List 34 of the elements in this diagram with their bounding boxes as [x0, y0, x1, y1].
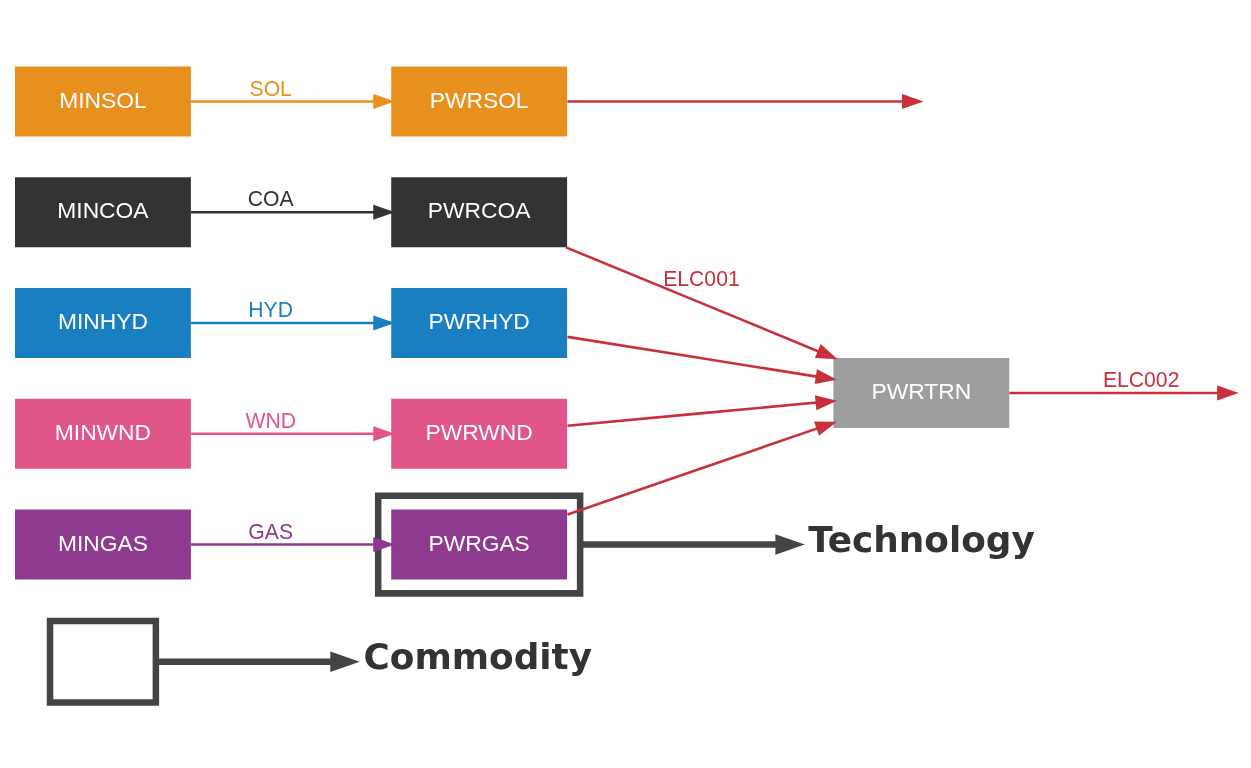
edge-label: HYD: [248, 297, 294, 321]
arrow: [1009, 385, 1239, 401]
node-text: Commodity: [363, 635, 593, 677]
arrow: [565, 245, 838, 359]
edge-label: GAS: [248, 519, 294, 543]
edge-label: ELC001: [663, 266, 740, 290]
arrow: [580, 533, 805, 555]
arrow: [567, 93, 924, 109]
node-box: PWRGAS: [391, 509, 568, 580]
arrow: [567, 335, 838, 384]
node-box: PWRWND: [391, 398, 568, 469]
arrow: [567, 421, 837, 516]
node-box: MINCOA: [15, 176, 191, 247]
node-box: MINGAS: [15, 509, 191, 580]
arrow: [191, 315, 395, 331]
arrow: [191, 536, 395, 552]
node-box: MINSOL: [15, 66, 191, 137]
arrow: [191, 93, 395, 109]
arrow: [156, 651, 360, 672]
node-box: PWRSOL: [391, 66, 568, 137]
edge-label: WND: [245, 408, 296, 432]
edge-label: ELC002: [1102, 367, 1180, 391]
edge-label: COA: [247, 186, 294, 210]
edge-label: SOL: [249, 76, 292, 100]
node-box: [46, 617, 160, 706]
node-box: MINWND: [15, 398, 191, 469]
node-box: PWRHYD: [391, 287, 568, 358]
arrow: [567, 394, 838, 427]
node-box: MINHYD: [15, 287, 191, 358]
arrow: [191, 204, 395, 220]
node-box: PWRCOA: [391, 176, 568, 247]
node-box: PWRTRN: [833, 357, 1010, 428]
node-text: Technology: [808, 518, 1035, 560]
arrow: [191, 425, 395, 441]
